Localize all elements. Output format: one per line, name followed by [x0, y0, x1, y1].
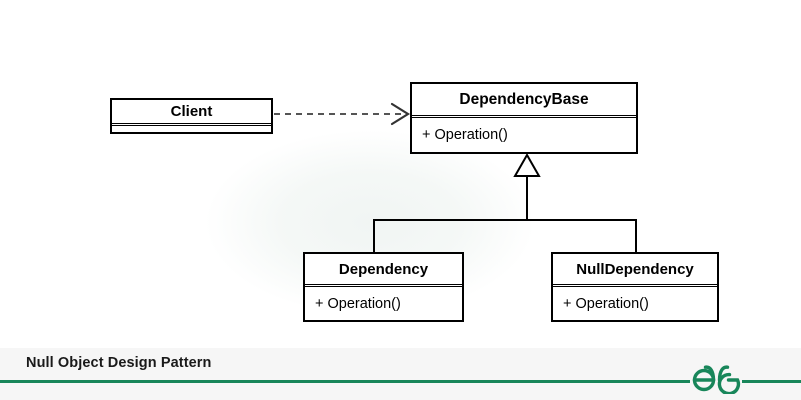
uml-class-dependency[interactable]: Dependency + Operation() — [303, 252, 464, 322]
uml-class-nulldependency-separator — [553, 284, 717, 287]
footer-accent-rule-left — [0, 380, 690, 383]
uml-class-client-title: Client — [170, 103, 213, 120]
uml-class-client[interactable]: Client — [110, 98, 273, 134]
relation-client-to-dependencybase — [274, 102, 411, 126]
uml-class-dependencybase[interactable]: DependencyBase + Operation() — [410, 82, 638, 154]
uml-class-dependency-operation: + Operation() — [315, 295, 401, 312]
geeksforgeeks-logo-icon — [692, 365, 741, 394]
hollow-triangle-icon — [513, 152, 541, 177]
uml-class-dependency-title: Dependency — [338, 260, 429, 278]
uml-class-dependency-separator — [305, 284, 462, 287]
uml-class-nulldependency[interactable]: NullDependency + Operation() — [551, 252, 719, 322]
open-arrowhead-icon — [390, 102, 411, 126]
footer-band — [0, 348, 801, 400]
uml-class-client-separator — [112, 123, 271, 126]
uml-class-nulldependency-title: NullDependency — [576, 260, 694, 278]
uml-class-nulldependency-operation: + Operation() — [563, 295, 649, 312]
uml-class-dependencybase-separator — [412, 115, 636, 118]
relation-generalization — [373, 152, 637, 253]
uml-class-dependencybase-title: DependencyBase — [459, 90, 589, 108]
uml-class-dependencybase-operation: + Operation() — [422, 127, 508, 143]
footer-caption: Null Object Design Pattern — [26, 355, 212, 371]
uml-class-client-members — [112, 126, 271, 132]
footer-accent-rule-right — [742, 380, 801, 383]
